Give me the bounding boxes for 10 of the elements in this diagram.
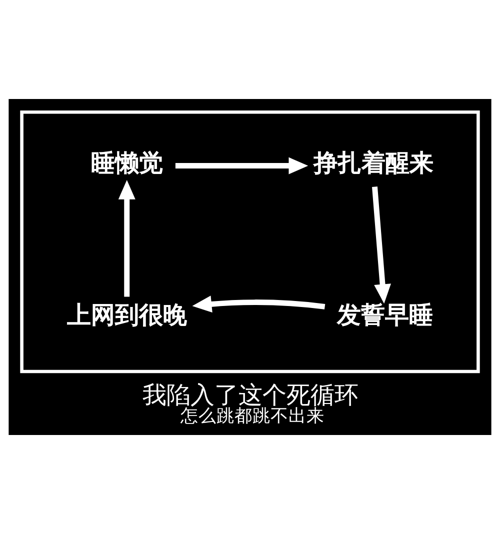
node-text: 发誓早睡 bbox=[337, 300, 434, 329]
node-text: 睡懒觉 bbox=[90, 148, 163, 177]
arrow bbox=[372, 186, 392, 304]
arrow bbox=[175, 157, 308, 174]
caption: 怎么跳都跳不出来 bbox=[180, 406, 324, 427]
arrow bbox=[118, 180, 136, 297]
node-text: 上网到很晚 bbox=[67, 300, 188, 329]
arrow bbox=[192, 296, 326, 313]
node-text: 挣扎着醒来 bbox=[313, 148, 434, 177]
cluster bbox=[20, 110, 480, 374]
